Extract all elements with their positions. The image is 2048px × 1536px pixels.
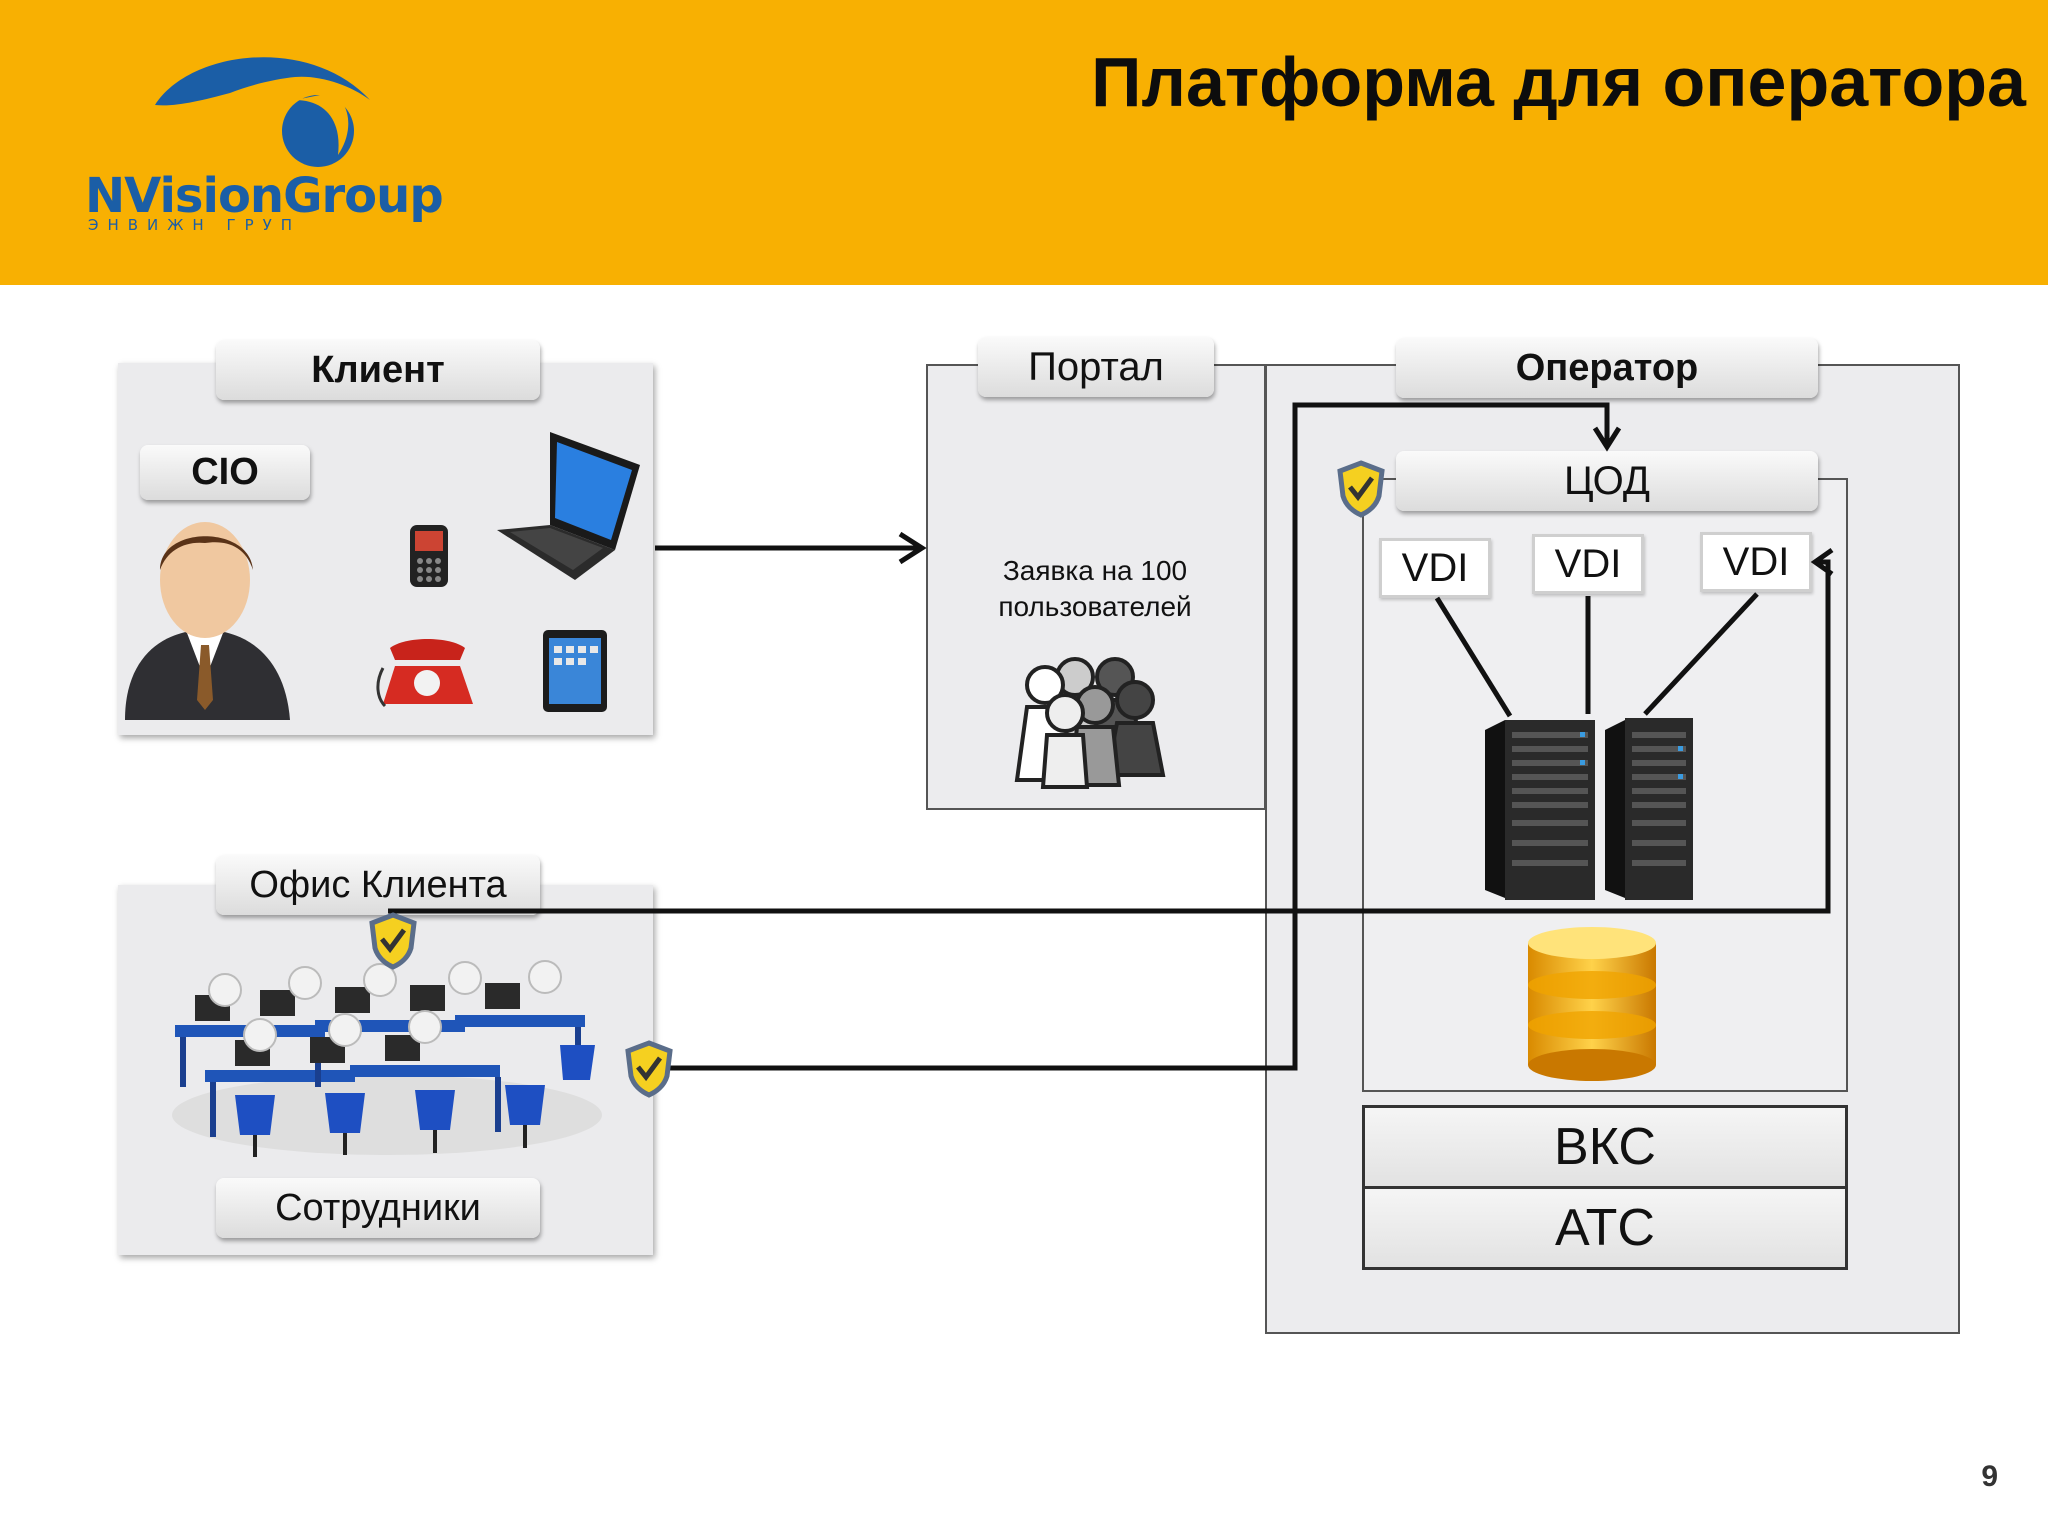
vdi-box-2: VDI	[1532, 534, 1644, 594]
portal-tab: Портал	[978, 337, 1214, 397]
shield-icon	[625, 1040, 673, 1098]
office-tab: Офис Клиента	[216, 855, 540, 915]
portal-request-text: Заявка на 100 пользователей	[930, 553, 1260, 625]
dc-tab: ЦОД	[1396, 451, 1818, 511]
logo-subtitle: ЭНВИЖН ГРУП	[88, 216, 302, 234]
request-line-1: Заявка на 100	[1002, 555, 1188, 586]
slide-title: Платформа для оператора	[1091, 43, 2026, 121]
request-line-2: пользователей	[998, 591, 1192, 622]
vks-bar: ВКС	[1362, 1105, 1848, 1189]
server-rack-icon	[1485, 718, 1693, 900]
vdi-box-3: VDI	[1700, 532, 1812, 592]
mobile-phone-icon	[410, 525, 448, 587]
ats-bar: АТС	[1362, 1186, 1848, 1270]
users-group-icon	[1014, 657, 1166, 789]
vdi-box-1: VDI	[1379, 538, 1491, 598]
person-icon	[125, 522, 290, 720]
laptop-icon	[497, 432, 640, 580]
client-tab: Клиент	[216, 340, 540, 400]
operator-tab: Оператор	[1396, 338, 1818, 398]
cio-tab: CIO	[140, 445, 310, 500]
desk-phone-icon	[376, 639, 473, 708]
logo-eye-icon	[155, 57, 370, 167]
logo-wordmark: NVisionGroup	[85, 168, 444, 224]
tablet-icon	[543, 630, 607, 712]
shield-icon	[1337, 460, 1385, 518]
office-workstations-icon	[172, 960, 602, 1157]
database-icon	[1528, 927, 1656, 1081]
shield-icon	[369, 912, 417, 970]
staff-tab: Сотрудники	[216, 1178, 540, 1238]
page-number: 9	[1981, 1460, 1998, 1493]
